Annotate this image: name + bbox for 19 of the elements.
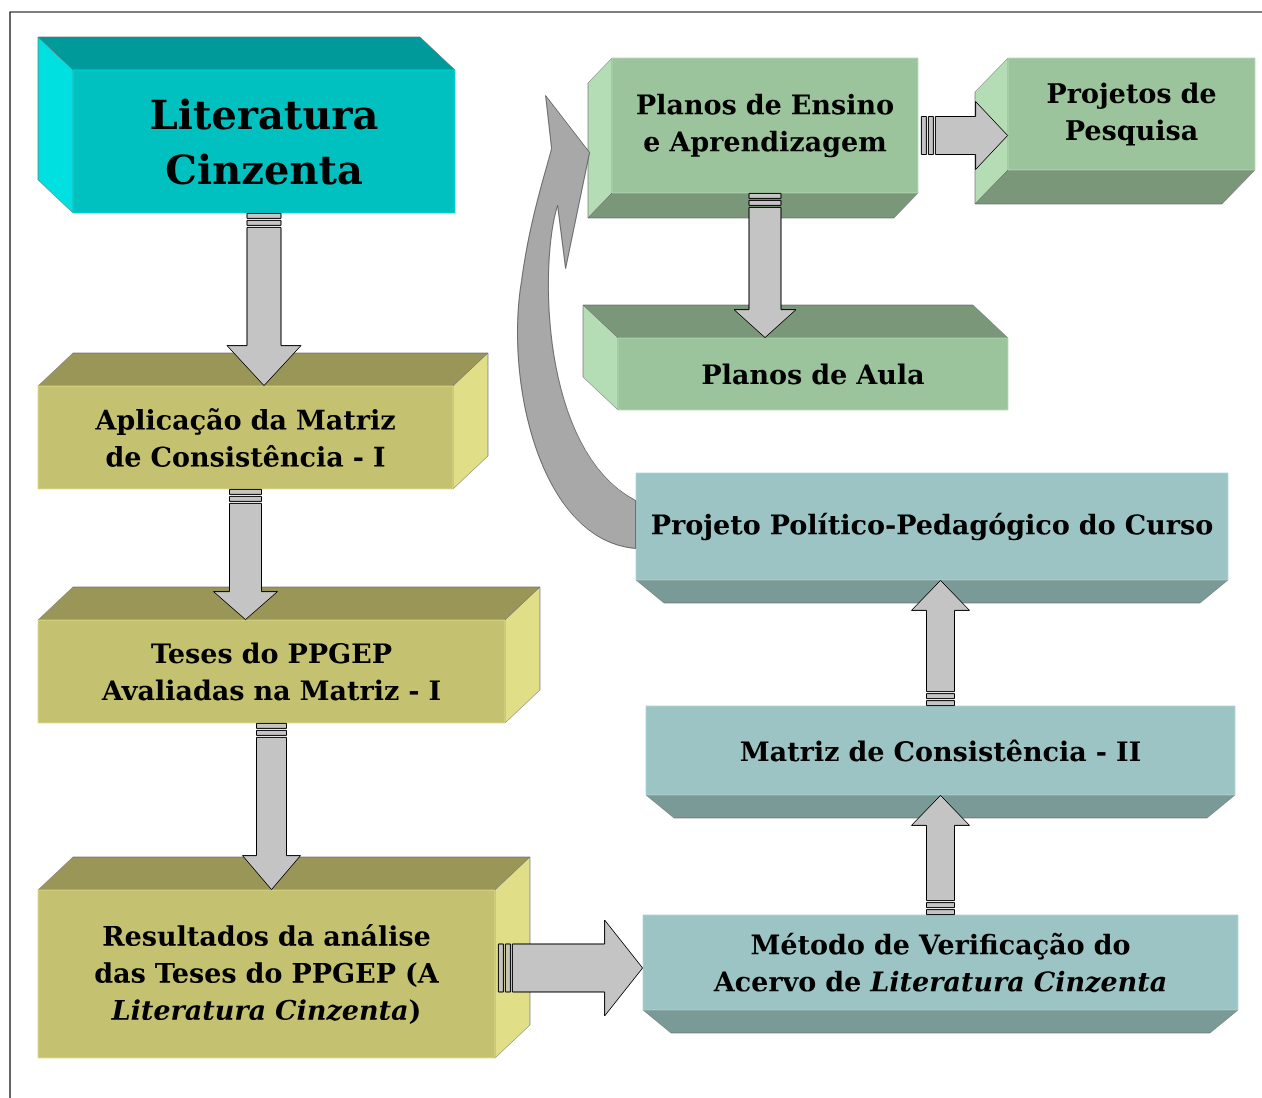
process-box: Planos de Aula	[582, 304, 1009, 411]
process-box: Aplicação da Matriz de Consistência - I	[37, 352, 489, 490]
block-arrow	[226, 212, 302, 387]
block-arrow	[242, 722, 301, 891]
process-box: Projeto Político-Pedagógico do Curso	[635, 472, 1229, 604]
block-arrow	[497, 919, 644, 1017]
process-box: Método de Verificação do Acervo de Literatura Cinzenta	[642, 914, 1239, 1034]
curved-arrow	[517, 95, 636, 549]
block-arrow	[733, 192, 797, 339]
process-box: Planos de Ensino e Aprendizagem	[587, 57, 919, 219]
process-box: Literatura Cinzenta	[37, 36, 456, 214]
block-arrow	[911, 579, 970, 707]
block-arrow	[213, 488, 278, 621]
process-box: Matriz de Consistência - II	[645, 705, 1236, 819]
process-box: Projetos de Pesquisa	[974, 57, 1256, 205]
process-box: Teses do PPGEP Avaliadas na Matriz - I	[37, 586, 541, 724]
block-arrow	[920, 101, 1009, 170]
process-box: Resultados da análise das Teses do PPGEP (A Literatura Cinzenta)	[37, 856, 531, 1059]
block-arrow	[911, 794, 970, 916]
